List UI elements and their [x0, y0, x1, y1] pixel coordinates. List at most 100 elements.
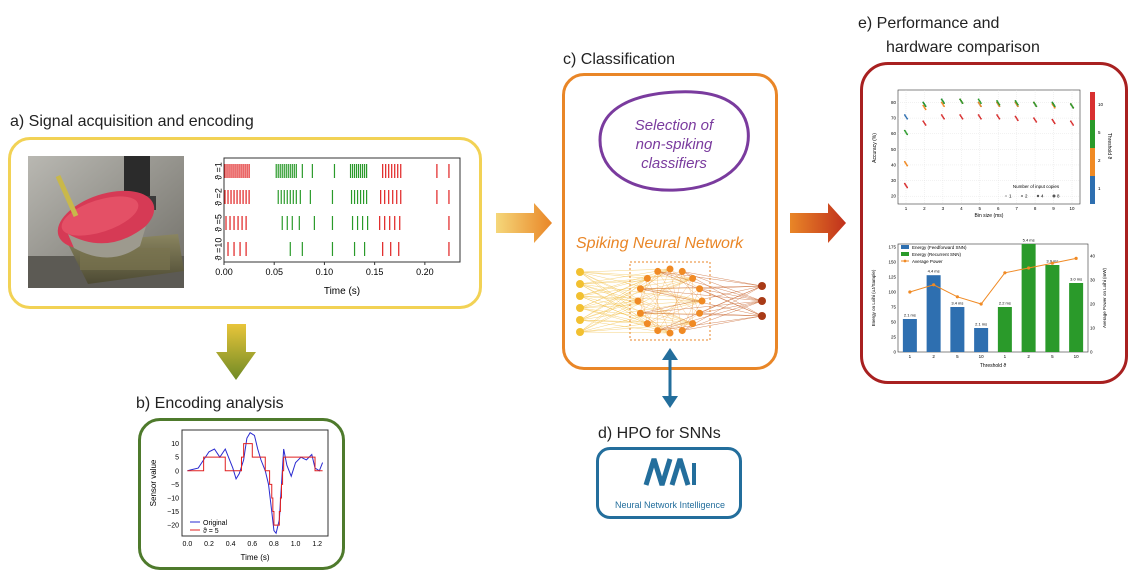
accuracy-point	[1035, 120, 1038, 123]
accuracy-colorbar-label: Threshold ϑ	[1106, 133, 1112, 160]
recurrent-neuron	[689, 320, 697, 328]
accuracy-point	[998, 105, 1001, 108]
encoding-xtick: 0.6	[247, 541, 257, 548]
encoding-xtick: 0.8	[269, 541, 279, 548]
encoding-xtick: 0.2	[204, 541, 214, 548]
series-encoded-line	[187, 443, 323, 526]
panel-b-encoding-analysis	[138, 418, 345, 570]
energy-ytick-right: 30	[1090, 278, 1096, 283]
accuracy-point	[1016, 103, 1019, 106]
raster-xlabel: Time (s)	[324, 286, 360, 297]
raster-row-label: ϑ =5	[213, 214, 223, 232]
energy-bar	[1069, 283, 1084, 352]
colorbar-segment	[1090, 92, 1095, 120]
legend-avg-power: Average Power	[912, 259, 943, 264]
encoding-ylabel: Sensor value	[149, 459, 158, 506]
accuracy-point	[924, 108, 927, 111]
average-power-line	[909, 257, 1077, 305]
accuracy-point	[924, 124, 927, 126]
energy-bar-label: 2.1 ms	[904, 313, 916, 318]
colorbar-segment	[1090, 120, 1095, 148]
accuracy-ytick: 50	[891, 147, 897, 152]
energy-bar	[1021, 244, 1036, 352]
energy-legend: Energy (Feedforward SNN) Energy (Recurre…	[901, 245, 967, 264]
arrow-a-to-b	[216, 324, 256, 380]
energy-ytick-right: 40	[1090, 254, 1096, 259]
encoding-xlabel: Time (s)	[240, 553, 269, 562]
accuracy-xtick: 7	[1015, 206, 1018, 211]
encoding-ytick: 5	[175, 455, 179, 462]
power-point	[979, 302, 983, 306]
power-point	[1074, 256, 1078, 260]
accuracy-legend-title: Number of input copies	[1013, 184, 1060, 189]
legend-energy-rec: Energy (Recurrent SNN)	[912, 252, 962, 257]
accuracy-legend-item: 2	[1025, 194, 1028, 199]
energy-bar	[902, 319, 917, 352]
power-point	[1027, 266, 1031, 270]
accuracy-point	[906, 133, 909, 136]
energy-ytick-right: 0	[1090, 350, 1093, 355]
raster-xtick: 0.10	[316, 267, 334, 277]
colorbar-tick: 2	[1098, 158, 1101, 163]
accuracy-point	[906, 117, 909, 120]
nni-text: Neural Network Intelligence	[614, 500, 726, 510]
accuracy-ytick: 70	[891, 116, 897, 121]
classifier-line2: non-spiking	[636, 136, 713, 153]
section-a-label: a) Signal acquisition and encoding	[10, 113, 254, 130]
accuracy-point	[1016, 119, 1019, 122]
accuracy-point	[998, 117, 1001, 120]
classifier-line3: classifiers	[641, 155, 707, 172]
energy-xtick: 5	[1051, 354, 1054, 359]
raster-row-label: ϑ =2	[213, 188, 223, 206]
energy-xtick: 10	[1074, 354, 1080, 359]
accuracy-xtick: 9	[1052, 206, 1055, 211]
energy-ytick-left: 50	[891, 320, 897, 325]
encoding-ytick: −20	[167, 523, 179, 530]
output-neuron	[758, 297, 766, 305]
energy-xtick: 5	[956, 354, 959, 359]
sensor-photo	[28, 156, 184, 288]
encoding-xtick: 0.4	[226, 541, 236, 548]
colorbar-tick: 5	[1098, 130, 1101, 135]
legend-energy-ff: Energy (Feedforward SNN)	[912, 245, 967, 250]
accuracy-point	[980, 102, 982, 105]
power-point	[955, 295, 959, 299]
energy-bar-label: 3.4 ms	[951, 301, 963, 306]
power-point	[932, 283, 936, 287]
output-neuron	[758, 312, 766, 320]
snn-title: Spiking Neural Network	[576, 235, 744, 252]
recurrent-neuron	[678, 267, 686, 275]
accuracy-ytick: 20	[891, 194, 897, 199]
accuracy-xtick: 8	[1034, 206, 1037, 211]
accuracy-point	[1035, 105, 1038, 108]
recurrent-neuron	[696, 309, 704, 317]
recurrent-neuron	[654, 267, 662, 275]
energy-bar-label: 2.1 ms	[975, 322, 987, 327]
energy-bar	[974, 328, 989, 352]
accuracy-point	[961, 117, 964, 120]
accuracy-ytick: 40	[891, 162, 897, 167]
energy-ytick-left: 125	[888, 275, 896, 280]
classifier-line1: Selection of	[635, 117, 715, 134]
raster-row-label: ϑ =10	[213, 238, 223, 261]
energy-ylabel-left: Energy on Loihi (uJ/Sample)	[871, 269, 876, 326]
input-neuron	[576, 304, 584, 312]
input-neuron	[576, 316, 584, 324]
legend-original: Original	[203, 520, 228, 527]
classifier-cloud: Selection of non-spiking classifiers	[598, 90, 750, 192]
accuracy-ytick: 60	[891, 131, 897, 136]
encoding-ytick: −15	[167, 509, 179, 516]
energy-ytick-left: 75	[891, 305, 897, 310]
accuracy-xtick: 5	[979, 206, 982, 211]
recurrent-neuron	[698, 297, 706, 305]
energy-bar	[926, 275, 941, 352]
encoding-xtick: 0.0	[183, 541, 193, 548]
energy-xtick: 1	[909, 354, 912, 359]
accuracy-point	[1053, 122, 1056, 125]
recurrent-neuron	[678, 327, 686, 335]
energy-bar-label: 5.4 ms	[1023, 238, 1035, 243]
accuracy-point	[906, 164, 909, 167]
encoding-legend: Original ϑ = 5	[190, 520, 228, 535]
